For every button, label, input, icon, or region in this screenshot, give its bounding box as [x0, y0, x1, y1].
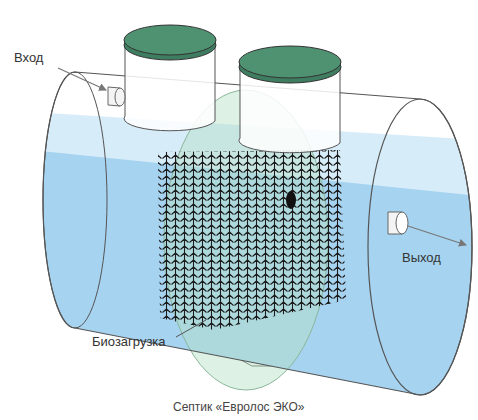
hatch-right — [239, 46, 341, 153]
caption: Септик «Евролос ЭКО» — [173, 400, 304, 415]
outlet-pipe — [388, 212, 408, 234]
tank-end-left — [43, 72, 107, 328]
inlet-pipe — [108, 87, 125, 106]
bio-load-label: Биозагрузка — [92, 334, 166, 350]
outlet-label: Выход — [402, 250, 441, 266]
tank-end-right — [368, 99, 472, 395]
inlet-label: Вход — [14, 50, 43, 66]
outlet-arrow — [408, 226, 466, 245]
inlet-arrow — [58, 68, 106, 90]
overflow-hole — [286, 191, 296, 209]
bio-load-brushes — [158, 150, 346, 330]
leader-line — [176, 320, 206, 337]
hatch-left — [124, 25, 216, 131]
